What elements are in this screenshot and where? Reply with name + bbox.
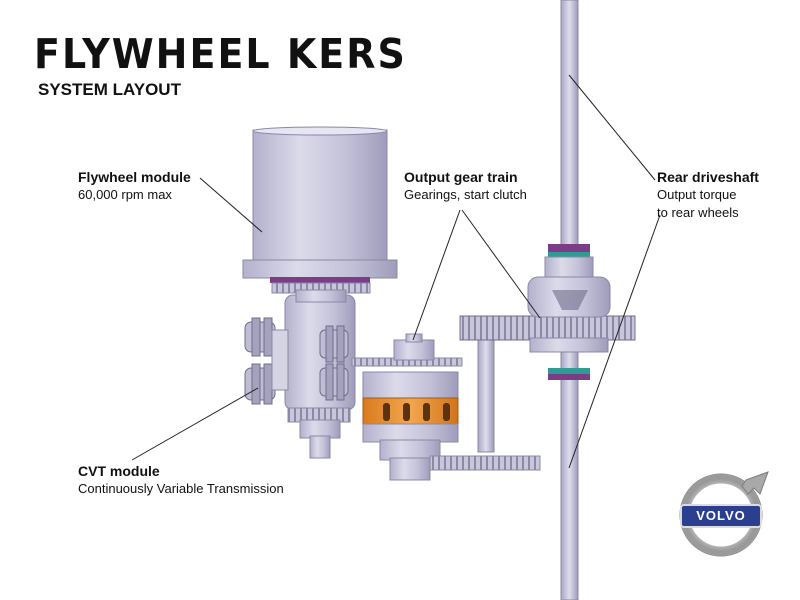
- cvt-module-heading: CVT module: [78, 463, 160, 479]
- page-title: FLYWHEEL KERS: [34, 30, 407, 78]
- leader-rear-bottom: [568, 214, 661, 469]
- cvt-disc-stack-left: [244, 317, 289, 405]
- flywheel-module-heading: Flywheel module: [78, 169, 191, 185]
- output-gear-train-label: Output gear train Gearings, start clutch: [404, 168, 527, 204]
- flywheel-module: [242, 126, 398, 294]
- leader-rear-top: [568, 74, 656, 181]
- cvt-module-detail: Continuously Variable Transmission: [78, 481, 284, 496]
- leader-output-left: [412, 209, 461, 341]
- leader-cvt: [131, 387, 259, 461]
- output-gear-train: [351, 244, 636, 481]
- page-subtitle: SYSTEM LAYOUT: [38, 80, 181, 99]
- cvt-module-label: CVT module Continuously Variable Transmi…: [78, 462, 284, 498]
- cvt-module: [244, 289, 356, 459]
- flywheel-module-label: Flywheel module 60,000 rpm max: [78, 168, 191, 204]
- start-clutch: [362, 371, 459, 443]
- rear-differential: [527, 244, 611, 380]
- volvo-logo-text: VOLVO: [696, 508, 746, 523]
- flywheel-module-detail: 60,000 rpm max: [78, 187, 172, 202]
- leader-output-right: [461, 209, 541, 319]
- leader-flywheel: [199, 177, 263, 233]
- rear-driveshaft-heading: Rear driveshaft: [657, 169, 759, 185]
- differential-ring-gear: [459, 315, 636, 341]
- output-gear-train-heading: Output gear train: [404, 169, 518, 185]
- rear-driveshaft-detail-line2: to rear wheels: [657, 205, 739, 220]
- volvo-logo: [679, 471, 769, 557]
- output-gear-train-detail: Gearings, start clutch: [404, 187, 527, 202]
- cvt-disc-stack-right: [319, 325, 349, 401]
- rear-driveshaft-detail-line1: Output torque: [657, 187, 737, 202]
- leader-lines: [131, 74, 661, 469]
- rear-driveshaft-label: Rear driveshaft Output torque to rear wh…: [657, 168, 759, 222]
